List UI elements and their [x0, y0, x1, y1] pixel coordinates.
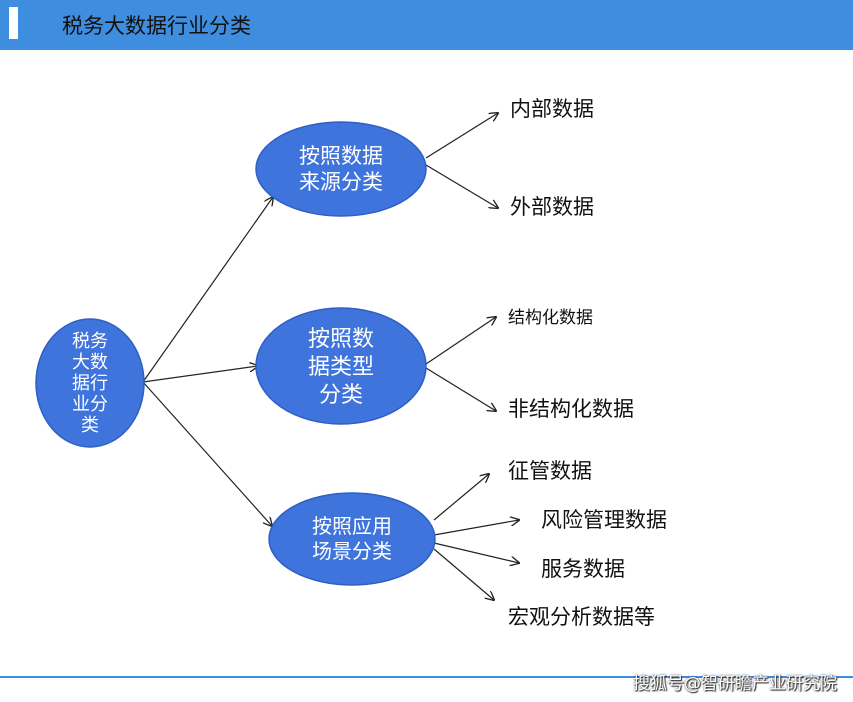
- branch-node-scene: [268, 492, 436, 586]
- title-bar: 税务大数据行业分类: [0, 0, 853, 50]
- watermark-credit: 搜狐号@智研瞻产业研究院: [633, 674, 837, 694]
- connector-scene-service: [433, 542, 519, 563]
- connector-type-unstructured: [425, 367, 496, 411]
- root-node: [35, 318, 145, 448]
- connector-scene-collection: [433, 474, 489, 521]
- leaf-risk-data: 风险管理数据: [541, 508, 667, 532]
- branch-node-source: [255, 121, 427, 217]
- page-title: 税务大数据行业分类: [62, 14, 251, 38]
- connector-root-type: [142, 366, 258, 383]
- leaf-collection-data: 征管数据: [508, 459, 592, 483]
- branch-label-scene: 按照应用 场景分类: [312, 514, 392, 563]
- connector-root-source: [142, 197, 273, 383]
- leaf-service-data: 服务数据: [541, 557, 625, 581]
- title-marker: [9, 7, 18, 39]
- connector-root-scene: [142, 381, 272, 526]
- connector-scene-risk: [433, 520, 519, 536]
- connector-scene-macro: [433, 548, 494, 600]
- branch-node-type: [255, 307, 427, 425]
- footer-rule: [0, 676, 853, 678]
- leaf-internal-data: 内部数据: [510, 97, 594, 121]
- leaf-structured-data: 结构化数据: [508, 308, 593, 328]
- branch-label-type: 按照数 据类型 分类: [307, 327, 374, 408]
- connector-source-external: [425, 164, 498, 208]
- root-label: 税务 大数 据行 业分 类: [72, 330, 108, 436]
- branch-label-source: 按照数据 来源分类: [299, 144, 383, 194]
- leaf-unstructured-data: 非结构化数据: [508, 397, 634, 421]
- leaf-external-data: 外部数据: [510, 195, 594, 219]
- connector-type-structured: [425, 317, 496, 365]
- leaf-macro-data: 宏观分析数据等: [508, 605, 655, 629]
- connector-source-internal: [425, 113, 498, 159]
